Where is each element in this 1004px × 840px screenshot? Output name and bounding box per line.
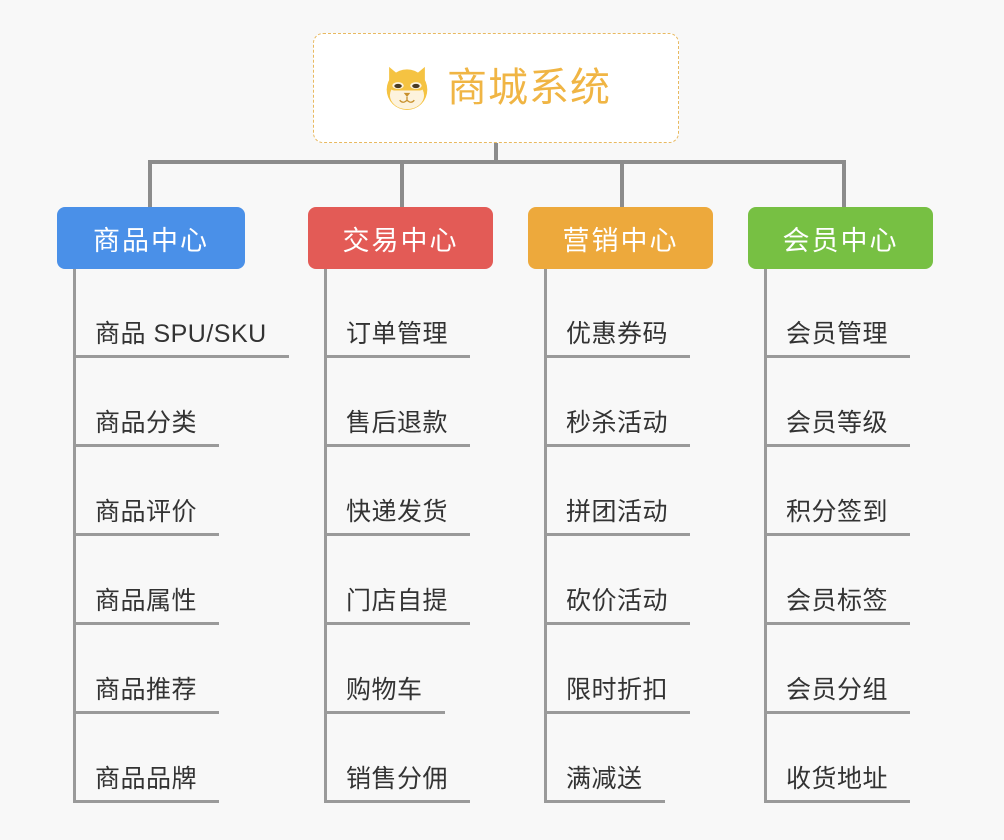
root-title: 商城系统 [447,66,611,110]
leaf-label: 满减送 [544,767,665,803]
category-header-label: 商品中心 [93,225,209,256]
list-item[interactable]: 订单管理 [308,269,493,358]
connector-root-drop [494,143,498,164]
leaf-label: 门店自提 [324,589,471,625]
leaf-list-product: 商品 SPU/SKU 商品分类 商品评价 商品属性 商品推荐 商品品牌 [57,269,289,803]
leaf-label: 会员管理 [764,322,911,358]
category-column-marketing: 营销中心 优惠券码 秒杀活动 拼团活动 砍价活动 限时折扣 满减送 [528,207,713,803]
leaf-label: 收货地址 [764,767,911,803]
list-item[interactable]: 商品分类 [57,358,245,447]
list-item[interactable]: 购物车 [308,625,493,714]
list-item[interactable]: 砍价活动 [528,536,713,625]
leaf-label: 会员等级 [764,411,911,447]
leaf-list-marketing: 优惠券码 秒杀活动 拼团活动 砍价活动 限时折扣 满减送 [528,269,713,803]
list-item[interactable]: 会员管理 [748,269,933,358]
category-column-trade: 交易中心 订单管理 售后退款 快递发货 门店自提 购物车 销售分佣 [308,207,493,803]
list-item[interactable]: 商品 SPU/SKU [57,269,289,358]
leaf-label: 优惠券码 [544,322,691,358]
leaf-label: 销售分佣 [324,767,471,803]
list-item[interactable]: 积分签到 [748,447,933,536]
connector-drop-1 [148,160,152,207]
leaf-list-member: 会员管理 会员等级 积分签到 会员标签 会员分组 收货地址 [748,269,933,803]
connector-bus [148,160,846,164]
leaf-label: 快递发货 [324,500,471,536]
leaf-label: 商品 SPU/SKU [73,322,289,358]
connector-drop-4 [842,160,846,207]
list-item[interactable]: 门店自提 [308,536,493,625]
category-column-member: 会员中心 会员管理 会员等级 积分签到 会员标签 会员分组 收货地址 [748,207,933,803]
leaf-label: 限时折扣 [544,678,691,714]
category-header-product[interactable]: 商品中心 [57,207,245,269]
list-item[interactable]: 商品评价 [57,447,245,536]
root-node[interactable]: 商城系统 [313,33,679,143]
leaf-label: 商品推荐 [73,678,220,714]
leaf-label: 拼团活动 [544,500,691,536]
category-header-member[interactable]: 会员中心 [748,207,933,269]
list-item[interactable]: 售后退款 [308,358,493,447]
connector-drop-3 [620,160,624,207]
category-header-marketing[interactable]: 营销中心 [528,207,713,269]
leaf-label: 售后退款 [324,411,471,447]
list-item[interactable]: 会员分组 [748,625,933,714]
list-item[interactable]: 拼团活动 [528,447,713,536]
leaf-label: 购物车 [324,678,445,714]
list-item[interactable]: 满减送 [528,714,713,803]
list-item[interactable]: 商品推荐 [57,625,245,714]
leaf-list-trade: 订单管理 售后退款 快递发货 门店自提 购物车 销售分佣 [308,269,493,803]
list-item[interactable]: 秒杀活动 [528,358,713,447]
category-header-label: 会员中心 [782,225,899,256]
category-column-product: 商品中心 商品 SPU/SKU 商品分类 商品评价 商品属性 商品推荐 商品品牌 [57,207,289,803]
list-item[interactable]: 会员标签 [748,536,933,625]
category-header-label: 交易中心 [342,225,459,256]
leaf-label: 秒杀活动 [544,411,691,447]
list-item[interactable]: 优惠券码 [528,269,713,358]
category-header-label: 营销中心 [562,225,679,256]
list-item[interactable]: 商品品牌 [57,714,245,803]
leaf-label: 订单管理 [324,322,471,358]
list-item[interactable]: 销售分佣 [308,714,493,803]
list-item[interactable]: 会员等级 [748,358,933,447]
list-item[interactable]: 快递发货 [308,447,493,536]
category-header-trade[interactable]: 交易中心 [308,207,493,269]
shiba-dog-face-icon [386,66,428,110]
list-item[interactable]: 商品属性 [57,536,245,625]
leaf-label: 商品属性 [73,589,220,625]
leaf-label: 砍价活动 [544,589,691,625]
list-item[interactable]: 收货地址 [748,714,933,803]
leaf-label: 商品评价 [73,500,220,536]
leaf-label: 会员标签 [764,589,911,625]
leaf-label: 会员分组 [764,678,911,714]
connector-drop-2 [400,160,404,207]
list-item[interactable]: 限时折扣 [528,625,713,714]
leaf-label: 商品品牌 [73,767,220,803]
leaf-label: 积分签到 [764,500,911,536]
leaf-label: 商品分类 [73,411,220,447]
